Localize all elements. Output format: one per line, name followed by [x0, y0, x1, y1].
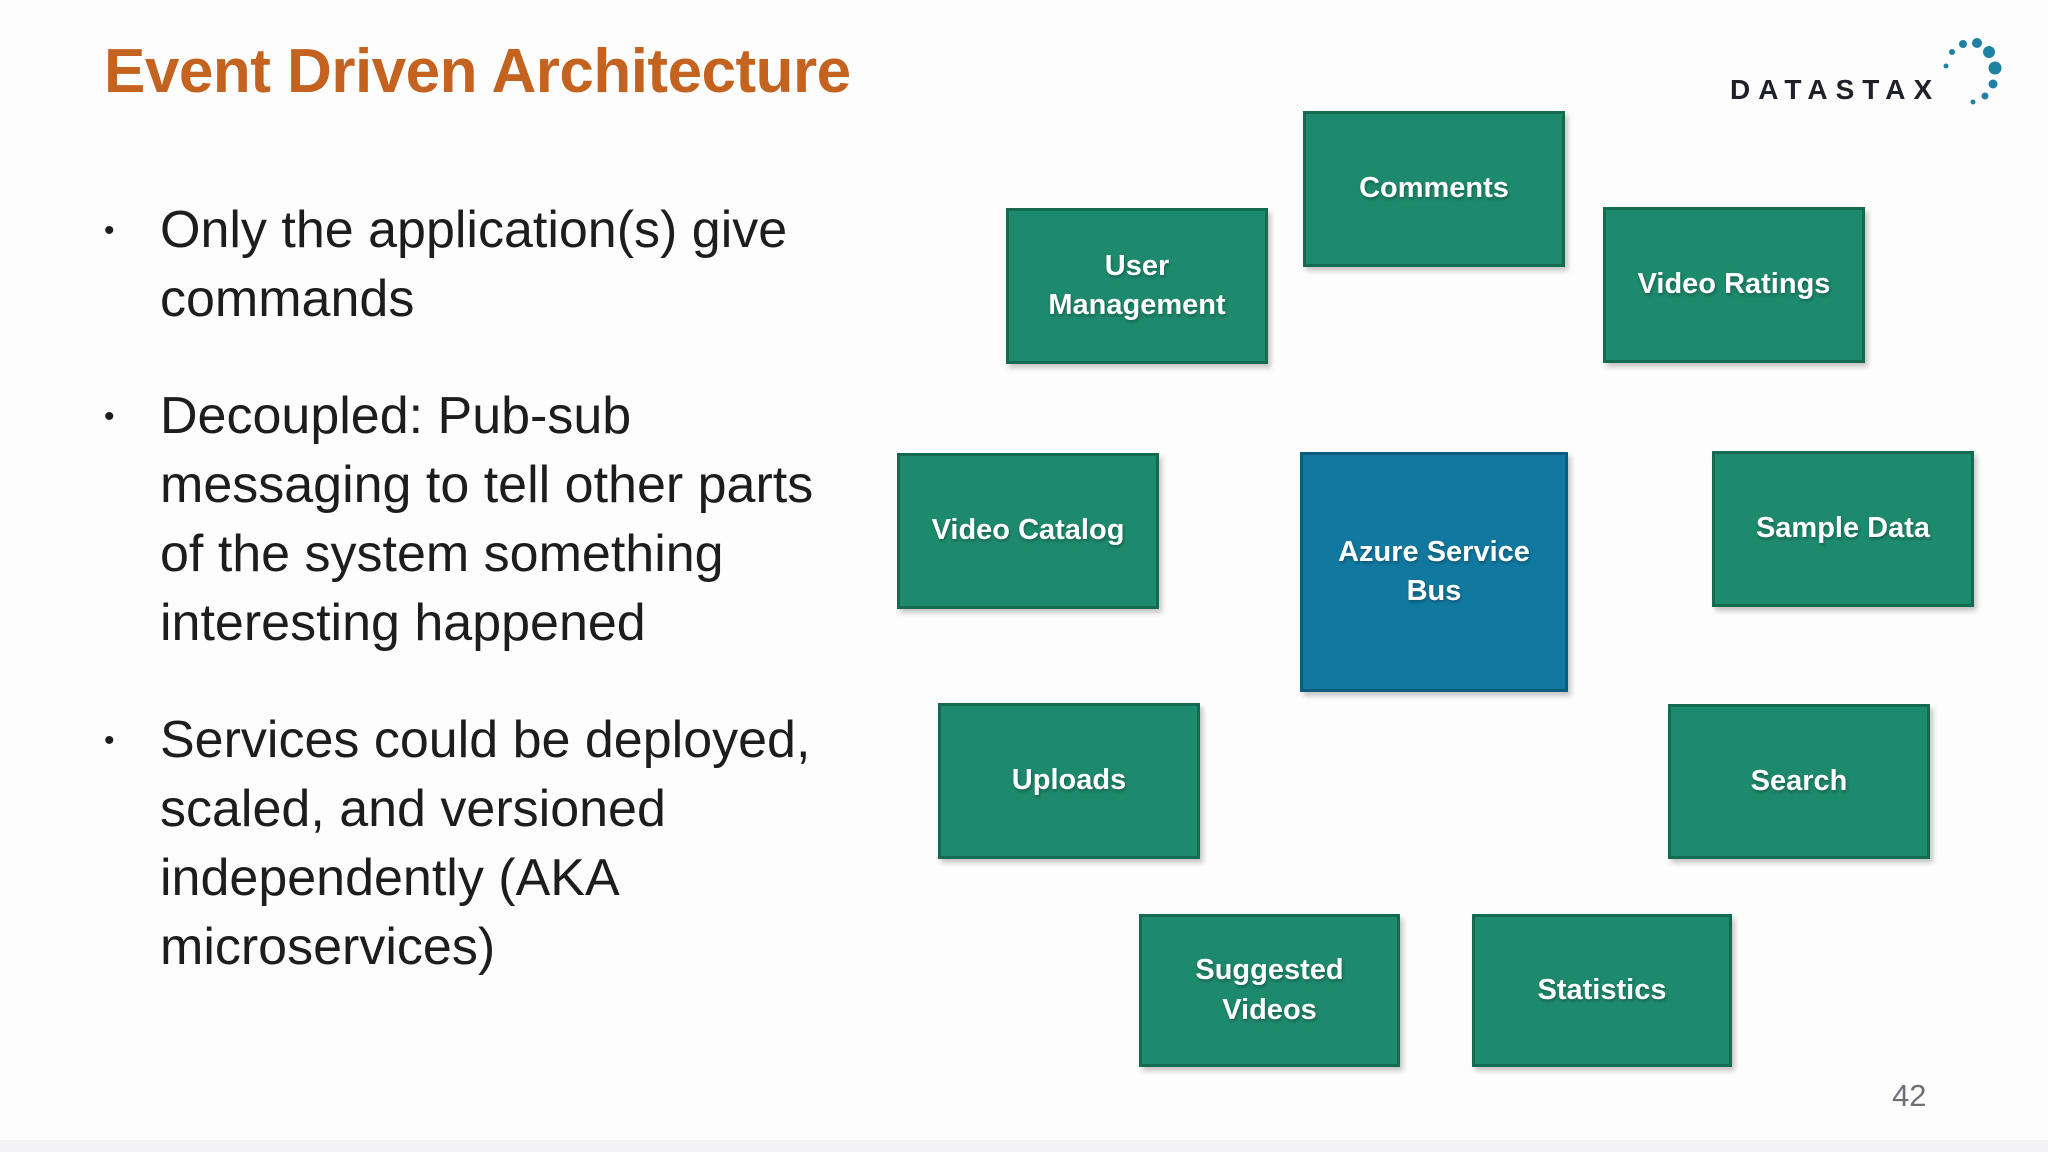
service-box-sample-data: Sample Data: [1712, 451, 1974, 607]
slide-bottom-edge: [0, 1140, 2048, 1152]
service-box-search: Search: [1668, 704, 1930, 859]
service-box-user-management: User Management: [1006, 208, 1268, 364]
service-box-video-ratings: Video Ratings: [1603, 207, 1865, 363]
bullet-text: Services could be deployed, scaled, and …: [160, 711, 811, 976]
azure-service-bus-box: Azure Service Bus: [1300, 452, 1568, 692]
page-number: 42: [1892, 1078, 1927, 1113]
logo-dots-icon: [1943, 38, 2002, 105]
bullet-marker: •: [104, 214, 115, 247]
bullet-item: • Services could be deployed, scaled, an…: [104, 706, 816, 982]
bullet-text: Only the application(s) give commands: [160, 201, 788, 328]
bullet-item: • Decoupled: Pub-sub messaging to tell o…: [104, 382, 816, 658]
page-title: Event Driven Architecture: [104, 37, 851, 106]
bullet-text: Decoupled: Pub-sub messaging to tell oth…: [160, 387, 814, 652]
bullet-marker: •: [104, 724, 115, 757]
service-box-comments: Comments: [1303, 111, 1565, 267]
datastax-logo: DATASTAX: [1730, 30, 2020, 115]
bullet-list: • Only the application(s) give commands …: [104, 196, 816, 1030]
service-box-video-catalog: Video Catalog: [897, 453, 1159, 609]
service-box-suggested-videos: Suggested Videos: [1139, 914, 1400, 1067]
service-box-statistics: Statistics: [1472, 914, 1732, 1067]
bullet-marker: •: [104, 400, 115, 433]
datastax-logo-text: DATASTAX: [1730, 74, 1941, 105]
bullet-item: • Only the application(s) give commands: [104, 196, 816, 334]
service-box-uploads: Uploads: [938, 703, 1200, 859]
